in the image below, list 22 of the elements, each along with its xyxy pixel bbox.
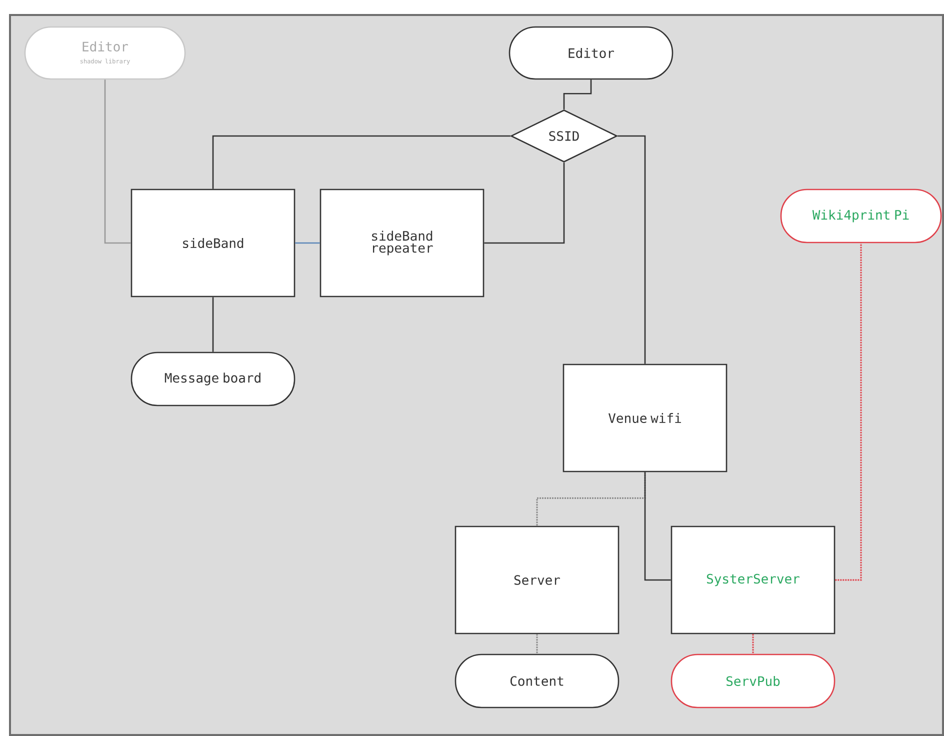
connector-line [484, 162, 565, 244]
connector-line [212, 135, 510, 189]
process-box: sideBand [130, 188, 296, 298]
connector-line [835, 243, 862, 581]
process-box: SysterServer [670, 526, 836, 634]
rounded-node: Content [454, 654, 620, 708]
rounded-node: Editor [508, 26, 674, 80]
connector-line [752, 634, 754, 654]
rounded-node: Message board [130, 352, 296, 406]
connector-line [104, 80, 131, 244]
connector-line [536, 472, 646, 526]
process-box: sideBand repeater [320, 188, 484, 298]
connector-line [563, 80, 592, 110]
connector-line [212, 297, 214, 352]
process-box: Server [454, 526, 620, 634]
connector-line [295, 242, 320, 244]
process-box: Venue wifi [562, 364, 728, 472]
rounded-node: ServPub [670, 654, 836, 708]
connector-line [618, 135, 646, 364]
connector-line [644, 472, 671, 581]
rounded-node: Wiki4print Pi [780, 188, 942, 244]
connector-line [536, 634, 538, 654]
